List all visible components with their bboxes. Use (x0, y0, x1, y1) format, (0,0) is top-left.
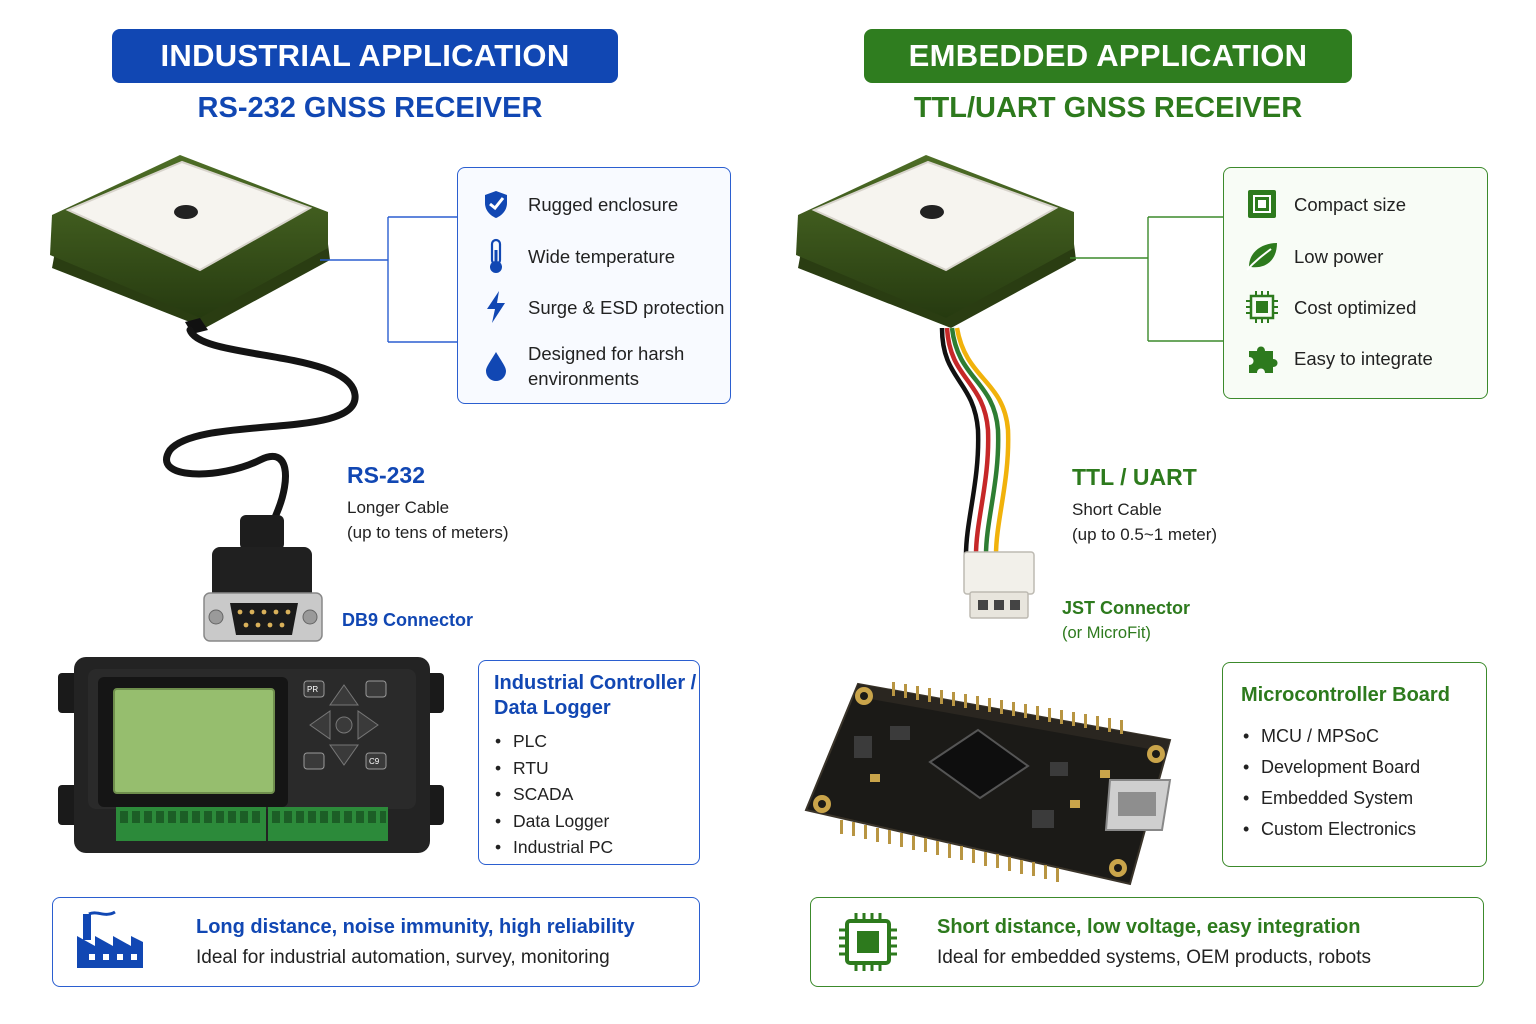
factory-icon (75, 910, 147, 974)
chip-icon (837, 912, 901, 972)
embedded-device-box: Microcontroller Board MCU / MPSoC Develo… (1222, 662, 1487, 867)
embedded-summary-detail: Ideal for embedded systems, OEM products… (937, 947, 1372, 968)
embedded-device-list: MCU / MPSoC Development Board Embedded S… (1243, 721, 1420, 845)
feature-text: Easy to integrate (1294, 347, 1433, 369)
embedded-banner: EMBEDDED APPLICATION (864, 29, 1352, 83)
industrial-device-title-2: Data Logger (494, 697, 611, 719)
feature-text: Surge & ESD protection (528, 296, 725, 318)
water-drop-icon (478, 348, 514, 384)
feature-text: Low power (1294, 245, 1384, 267)
list-item: RTU (495, 755, 613, 782)
industrial-subtitle: RS-232 GNSS RECEIVER (197, 92, 543, 124)
feature-text: Designed for harsh environments (528, 343, 685, 389)
industrial-controller-illustration: PR C9 (58, 655, 444, 858)
embedded-banner-text: EMBEDDED APPLICATION (908, 38, 1308, 73)
db9-connector-illustration (203, 515, 323, 642)
list-item: MCU / MPSoC (1243, 721, 1420, 752)
jst-connector-illustration (963, 551, 1035, 619)
embedded-antenna-illustration (796, 155, 1076, 328)
industrial-device-title-1: Industrial Controller / (494, 672, 697, 694)
feature-item: Cost optimized (1224, 289, 1487, 325)
key-c9-label: C9 (369, 757, 380, 766)
industrial-device-box: Industrial Controller / Data Logger PLC … (478, 660, 700, 865)
list-item: Embedded System (1243, 783, 1420, 814)
jst-connector-alt-label: (or MicroFit) (1062, 624, 1151, 642)
industrial-features-box: Rugged enclosure Wide temperature Surge … (457, 167, 731, 404)
processor-icon (1244, 289, 1280, 325)
lightning-icon (478, 289, 514, 325)
embedded-summary-headline: Short distance, low voltage, easy integr… (937, 916, 1361, 938)
ttl-uart-cable-title: TTL / UART (1072, 464, 1197, 490)
industrial-summary-detail: Ideal for industrial automation, survey,… (196, 947, 610, 968)
industrial-antenna-illustration (50, 155, 330, 334)
feature-item: Rugged enclosure (458, 186, 730, 222)
embedded-subtitle: TTL/UART GNSS RECEIVER (913, 92, 1303, 124)
db9-connector-label: DB9 Connector (342, 610, 474, 630)
rs232-cable-desc-2: (up to tens of meters) (347, 523, 509, 542)
ttl-uart-cable (939, 327, 1011, 556)
industrial-banner-text: INDUSTRIAL APPLICATION (160, 38, 570, 73)
leaf-icon (1244, 238, 1280, 274)
feature-item: Surge & ESD protection (458, 289, 730, 325)
feature-item: Wide temperature (458, 238, 730, 274)
ttl-uart-cable-desc-1: Short Cable (1072, 500, 1162, 519)
embedded-features-box: Compact size Low power Cost optimized Ea… (1223, 167, 1488, 399)
industrial-summary-headline: Long distance, noise immunity, high reli… (196, 916, 635, 938)
rs232-cable-desc-1: Longer Cable (347, 498, 450, 517)
feature-item: Low power (1224, 238, 1487, 274)
feature-text: Wide temperature (528, 245, 676, 267)
embedded-device-title: Microcontroller Board (1241, 684, 1450, 706)
industrial-device-list: PLC RTU SCADA Data Logger Industrial PC (495, 728, 613, 861)
feature-item: Designed for harsh environments (458, 341, 730, 391)
chip-small-icon (1244, 186, 1280, 222)
industrial-summary-box: Long distance, noise immunity, high reli… (52, 897, 700, 987)
microcontroller-board-illustration (804, 682, 1172, 886)
list-item: PLC (495, 728, 613, 755)
ttl-uart-cable-desc-2: (up to 0.5~1 meter) (1072, 525, 1218, 544)
list-item: Industrial PC (495, 834, 613, 861)
feature-item: Easy to integrate (1224, 340, 1487, 376)
jst-connector-label: JST Connector (1062, 598, 1191, 618)
embedded-summary-box: Short distance, low voltage, easy integr… (810, 897, 1484, 987)
shield-icon (478, 186, 514, 222)
list-item: Data Logger (495, 808, 613, 835)
industrial-feature-bracket (320, 216, 457, 343)
feature-text: Rugged enclosure (528, 193, 679, 215)
embedded-feature-bracket (1070, 216, 1224, 342)
rs232-cable (163, 326, 359, 559)
feature-text: Compact size (1294, 193, 1407, 215)
industrial-banner: INDUSTRIAL APPLICATION (112, 29, 618, 83)
feature-text: Cost optimized (1294, 296, 1417, 318)
rs232-cable-title: RS-232 (347, 462, 425, 488)
list-item: Custom Electronics (1243, 814, 1420, 845)
key-pr-label: PR (307, 685, 318, 694)
thermometer-icon (478, 238, 514, 274)
list-item: SCADA (495, 781, 613, 808)
puzzle-icon (1244, 340, 1280, 376)
list-item: Development Board (1243, 752, 1420, 783)
feature-item: Compact size (1224, 186, 1487, 222)
